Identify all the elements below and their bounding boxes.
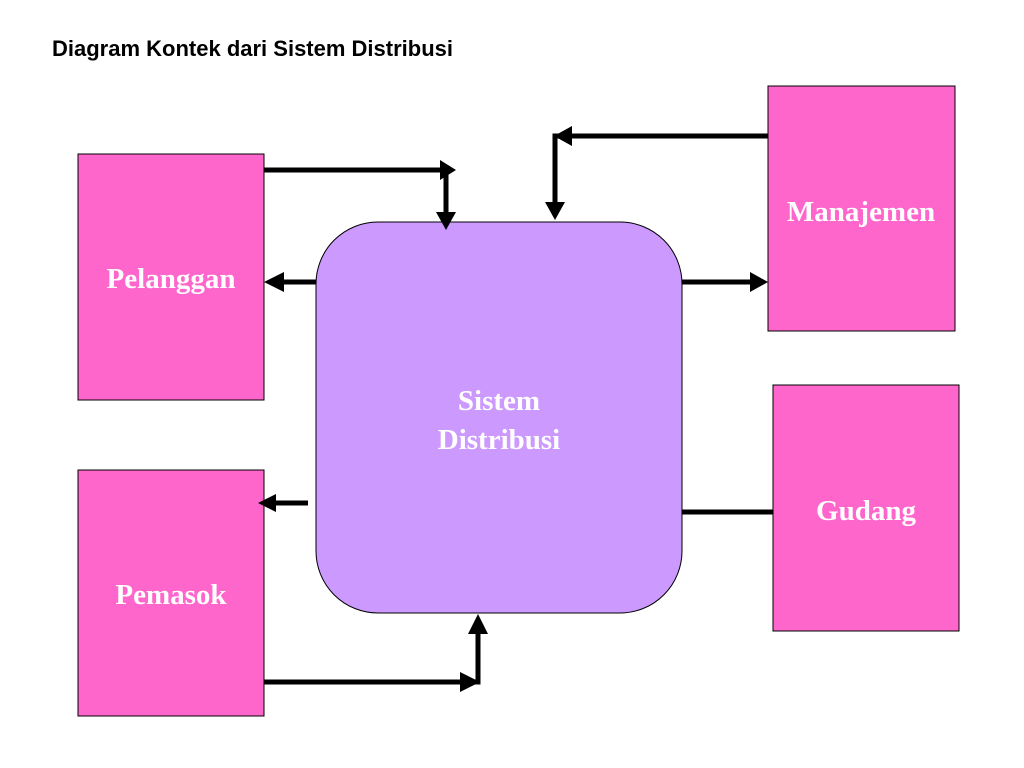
entity-pelanggan[interactable]: Pelanggan [77, 153, 265, 401]
arrowhead-left-manajemen-flow [554, 126, 572, 146]
flow-manajemen-to-sistem [552, 133, 768, 204]
flow-pelanggan-to-sistem [264, 167, 449, 214]
arrowhead-down-into-sistem-top-right [545, 202, 565, 220]
entity-pemasok-box [77, 469, 265, 717]
entity-gudang-label: Gudang [816, 495, 916, 527]
process-label-line1: Sistem [458, 385, 540, 417]
arrowhead-up-into-sistem-bottom [468, 614, 488, 634]
process-label-line2: Distribusi [438, 424, 560, 456]
flow-pemasok-to-sistem [264, 634, 481, 685]
arrowhead-right-into-manajemen [750, 272, 768, 292]
entity-manajemen-label: Manajemen [787, 196, 935, 228]
arrowhead-down-into-sistem-top-left [436, 212, 456, 230]
entity-pemasok-label: Pemasok [115, 579, 227, 611]
entity-manajemen-box [767, 85, 956, 332]
arrowhead-right-pemasok-flow [460, 672, 480, 692]
entity-pemasok[interactable]: Pemasok [77, 469, 265, 717]
process-box [315, 221, 683, 614]
entity-pelanggan-label: Pelanggan [107, 263, 236, 295]
entity-manajemen[interactable]: Manajemen [767, 85, 956, 332]
arrowhead-left-into-pemasok [258, 494, 276, 512]
page-title: Diagram Kontek dari Sistem Distribusi [52, 36, 453, 61]
entity-gudang-box [772, 384, 960, 632]
entity-gudang[interactable]: Gudang [772, 384, 960, 632]
arrowhead-right-pelanggan-flow [440, 160, 456, 180]
arrowhead-left-into-pelanggan [264, 272, 284, 292]
entity-pelanggan-box [77, 153, 265, 401]
process-sistem-distribusi[interactable]: Sistem Distribusi [315, 221, 683, 614]
